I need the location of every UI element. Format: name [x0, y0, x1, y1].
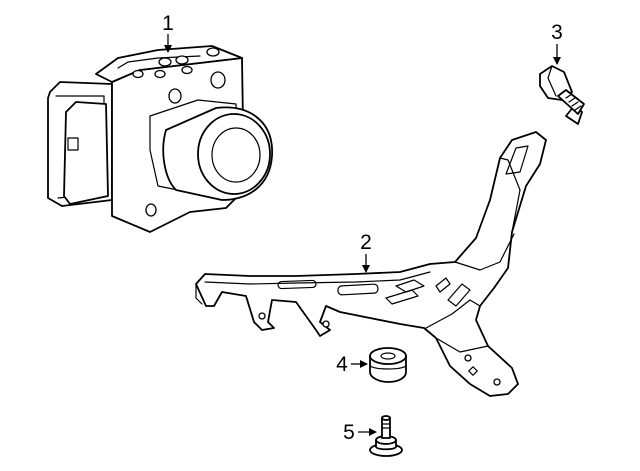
- mounting-bracket: [195, 131, 547, 397]
- callout-number: 3: [551, 21, 563, 44]
- abs-modulator-unit: [47, 45, 273, 233]
- callout-number: 2: [360, 231, 372, 254]
- rubber-grommet: [369, 347, 407, 383]
- mounting-stud: [369, 415, 403, 457]
- callout-2: 2: [360, 231, 372, 273]
- callout-number: 4: [336, 353, 348, 376]
- callout-4: 4: [336, 353, 368, 376]
- flange-bolt: [539, 65, 585, 125]
- callout-5: 5: [343, 421, 377, 444]
- callout-3: 3: [551, 21, 563, 65]
- callout-number: 1: [162, 12, 174, 35]
- callout-number: 5: [343, 421, 355, 444]
- callout-1: 1: [162, 12, 174, 53]
